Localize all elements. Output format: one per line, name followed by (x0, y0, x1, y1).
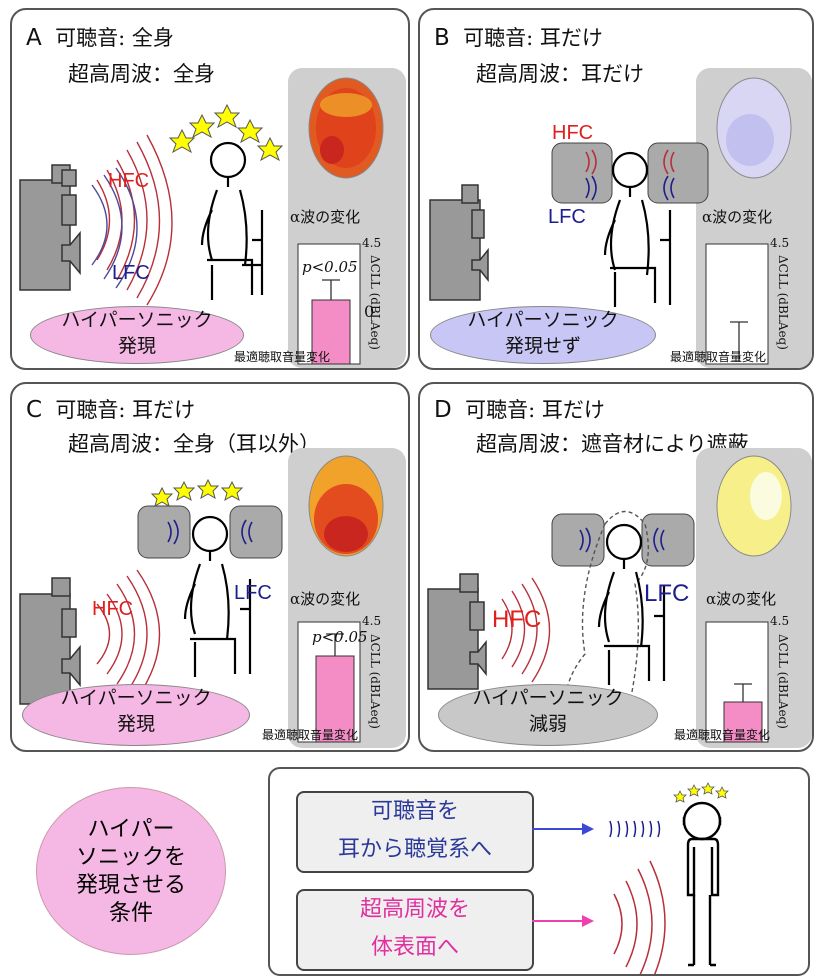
bar-a (311, 299, 351, 365)
panel-d-result-ellipse: ハイパーソニック減弱 (438, 684, 658, 746)
panel-a-lfc-label: LFC (112, 262, 150, 284)
panel-a-alpha-label: α波の変化 (290, 208, 361, 226)
stars-icon (673, 782, 729, 803)
hfc-waves (96, 134, 173, 306)
speaker-icon (19, 164, 81, 291)
panel-d: D 可聴音: 耳だけ 超高周波：遮音材により遮蔽 HFC LFC α波の変化 4… (418, 382, 814, 752)
person-icon (200, 141, 264, 300)
panel-a-illustration (19, 77, 384, 365)
panel-b: B 可聴音: 耳だけ 超高周波：耳だけ HFC LFC α波の変化 4.5 ΔC… (418, 8, 814, 370)
headphone-left (551, 142, 613, 204)
panel-a-zero: 0 (364, 302, 375, 321)
conditions-line: 発現させる (75, 873, 186, 898)
panel-d-alpha-label: α波の変化 (706, 590, 777, 608)
panel-b-illustration (429, 77, 792, 365)
panel-b-lfc-label: LFC (548, 206, 586, 228)
panel-d-bar-label: 最適聴取音量変化 (674, 728, 771, 742)
panel-d-hfc-label: HFC (492, 606, 542, 633)
panel-c-pvalue: p<0.05 (312, 628, 368, 646)
panel-a: A 可聴音: 全身 超高周波：全身 (10, 8, 410, 370)
panel-b-result-ellipse: ハイパーソニック発現せず (430, 306, 656, 364)
panel-b-title-line2: 超高周波：耳だけ (476, 62, 644, 86)
headphone-left (137, 505, 191, 559)
panel-b-title-line1: B 可聴音: 耳だけ (434, 25, 603, 51)
panel-d-ylabel: ΔCLL (dBLAeq) (776, 634, 790, 729)
panel-c: C 可聴音: 耳だけ 超高周波：全身（耳以外） (10, 382, 410, 752)
panel-b-hfc-label: HFC (552, 122, 594, 144)
panel-a-bar-label: 最適聴取音量変化 (234, 350, 331, 364)
audible-condition-box: 可聴音を耳から聴覚系へ (296, 791, 534, 873)
panel-a-pvalue: p<0.05 (302, 258, 358, 276)
arrow-pink-icon (582, 915, 594, 927)
panel-b-ylabel: ΔCLL (dBLAeq) (776, 255, 790, 350)
speaker-icon (429, 184, 489, 301)
person-icon (603, 151, 672, 307)
conditions-illustration (532, 782, 729, 974)
panel-c-bar-label: 最適聴取音量変化 (262, 728, 359, 742)
stars-icon (168, 103, 284, 162)
panel-d-title-line1: D 可聴音: 耳だけ (434, 397, 605, 423)
lfc-waves (91, 167, 138, 289)
speaker-icon (19, 577, 81, 705)
panel-b-alpha-label: α波の変化 (702, 208, 773, 226)
panel-b-ymax: 4.5 (770, 236, 790, 250)
panel-c-illustration (19, 455, 384, 743)
panel-a-title-line2: 超高周波：全身 (68, 62, 215, 86)
panel-c-title-line2: 超高周波：全身（耳以外） (68, 432, 320, 456)
panel-a-result-ellipse: ハイパーソニック発現 (30, 306, 244, 364)
bar-c (315, 655, 355, 743)
panel-a-ymax: 4.5 (362, 236, 382, 250)
conditions-line: ハイパー (87, 817, 175, 842)
speaker-icon (427, 573, 487, 690)
conditions-line: 条件 (108, 901, 153, 926)
panel-a-ylabel: ΔCLL (dBLAeq) (368, 255, 382, 350)
bar-d (723, 701, 763, 743)
panel-d-illustration (427, 455, 792, 743)
headphone-right (641, 513, 695, 567)
headphone-right (647, 142, 709, 204)
panel-a-title-line1: A 可聴音: 全身 (26, 25, 174, 51)
panel-a-hfc-label: HFC (108, 170, 150, 192)
panel-c-hfc-label: HFC (92, 598, 134, 620)
panel-c-title-line1: C 可聴音: 耳だけ (26, 397, 196, 423)
panel-b-bar-label: 最適聴取音量変化 (670, 350, 767, 364)
ultrasonic-wave-icon (613, 860, 666, 974)
person-icon (183, 515, 252, 677)
stars-icon (150, 478, 244, 508)
headphone-left (551, 513, 605, 567)
headphone-right (229, 505, 283, 559)
standing-person-icon (682, 801, 722, 967)
hfc-waves (501, 577, 551, 683)
panel-c-ylabel: ΔCLL (dBLAeq) (368, 634, 382, 729)
audible-wave-icon (609, 820, 661, 838)
arrow-blue-icon (582, 823, 594, 835)
panel-c-result-ellipse: ハイパーソニック発現 (22, 684, 250, 746)
ultrasonic-condition-box: 超高周波を体表面へ (296, 889, 534, 971)
panel-d-ymax: 4.5 (770, 614, 790, 628)
conditions-ellipse: ハイパー ソニックを 発現させる 条件 (36, 787, 226, 955)
conditions-panel: 可聴音を耳から聴覚系へ 超高周波を体表面へ (268, 767, 810, 976)
hfc-waves (96, 569, 161, 699)
person-icon (597, 523, 666, 685)
panel-d-lfc-label: LFC (644, 580, 690, 607)
panel-c-alpha-label: α波の変化 (290, 590, 361, 608)
conditions-line: ソニックを (75, 845, 186, 870)
bar-chart-frame (705, 243, 769, 365)
panel-c-ymax: 4.5 (362, 614, 382, 628)
panel-c-lfc-label: LFC (234, 582, 272, 604)
